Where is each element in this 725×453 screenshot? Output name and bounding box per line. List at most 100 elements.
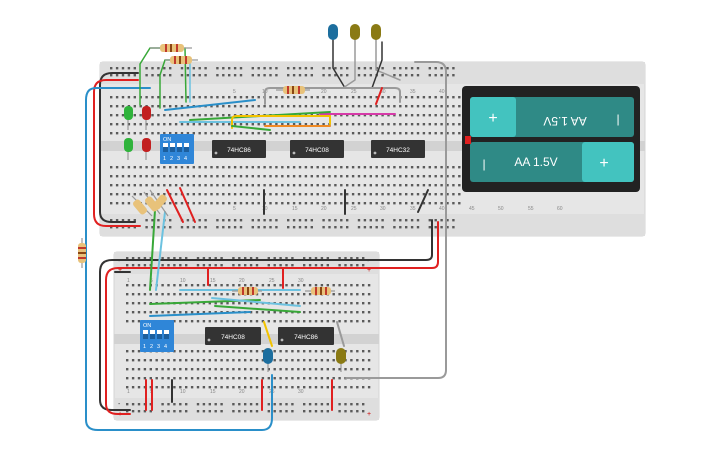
- breadboard-hole[interactable]: [328, 175, 331, 178]
- breadboard-hole[interactable]: [346, 166, 349, 169]
- breadboard-hole[interactable]: [167, 377, 170, 380]
- breadboard-hole[interactable]: [133, 193, 136, 196]
- breadboard-hole[interactable]: [257, 74, 260, 77]
- breadboard-hole[interactable]: [173, 257, 176, 260]
- breadboard-hole[interactable]: [157, 67, 160, 70]
- breadboard-hole[interactable]: [244, 257, 247, 260]
- breadboard-hole[interactable]: [416, 74, 420, 77]
- breadboard-hole[interactable]: [346, 219, 349, 222]
- breadboard-hole[interactable]: [137, 302, 141, 305]
- breadboard-hole[interactable]: [232, 293, 235, 296]
- breadboard-hole[interactable]: [269, 132, 272, 135]
- breadboard-hole[interactable]: [167, 368, 170, 371]
- breadboard-hole[interactable]: [452, 114, 455, 117]
- breadboard-hole[interactable]: [310, 166, 313, 169]
- breadboard-hole[interactable]: [328, 226, 331, 229]
- breadboard-hole[interactable]: [232, 368, 235, 371]
- breadboard-hole[interactable]: [249, 264, 253, 267]
- breadboard-hole[interactable]: [452, 175, 455, 178]
- breadboard-hole[interactable]: [174, 114, 178, 117]
- breadboard-hole[interactable]: [233, 67, 237, 70]
- breadboard-hole[interactable]: [133, 96, 136, 99]
- breadboard-hole[interactable]: [216, 132, 219, 135]
- breadboard-hole[interactable]: [416, 96, 420, 99]
- breadboard-hole[interactable]: [292, 166, 296, 169]
- breadboard-hole[interactable]: [145, 166, 148, 169]
- breadboard-hole[interactable]: [375, 202, 378, 205]
- breadboard-hole[interactable]: [131, 350, 135, 353]
- breadboard-hole[interactable]: [139, 132, 142, 135]
- breadboard-hole[interactable]: [173, 311, 176, 314]
- breadboard-hole[interactable]: [210, 193, 213, 196]
- breadboard-hole[interactable]: [320, 386, 324, 389]
- breadboard-hole[interactable]: [316, 166, 319, 169]
- breadboard-hole[interactable]: [173, 368, 176, 371]
- breadboard-hole[interactable]: [179, 386, 182, 389]
- breadboard-hole[interactable]: [251, 105, 254, 108]
- breadboard-hole[interactable]: [350, 386, 353, 389]
- breadboard-hole[interactable]: [180, 114, 184, 117]
- breadboard-hole[interactable]: [357, 226, 361, 229]
- breadboard-hole[interactable]: [208, 264, 211, 267]
- breadboard-hole[interactable]: [131, 284, 135, 287]
- breadboard-hole[interactable]: [410, 132, 414, 135]
- breadboard-hole[interactable]: [304, 123, 308, 126]
- breadboard-hole[interactable]: [137, 257, 141, 260]
- breadboard-hole[interactable]: [279, 293, 282, 296]
- breadboard-hole[interactable]: [239, 226, 243, 229]
- breadboard-hole[interactable]: [458, 202, 461, 205]
- breadboard-hole[interactable]: [291, 410, 294, 413]
- breadboard-hole[interactable]: [440, 74, 443, 77]
- breadboard-hole[interactable]: [163, 132, 166, 135]
- breadboard-hole[interactable]: [157, 96, 160, 99]
- breadboard-hole[interactable]: [210, 105, 213, 108]
- breadboard-hole[interactable]: [143, 410, 147, 413]
- breadboard-hole[interactable]: [228, 166, 231, 169]
- breadboard-hole[interactable]: [338, 264, 341, 267]
- breadboard-hole[interactable]: [367, 350, 371, 353]
- breadboard-hole[interactable]: [121, 123, 125, 126]
- breadboard-hole[interactable]: [452, 219, 455, 222]
- breadboard-hole[interactable]: [381, 67, 384, 70]
- breadboard-hole[interactable]: [332, 386, 335, 389]
- breadboard-hole[interactable]: [399, 219, 402, 222]
- breadboard-hole[interactable]: [405, 193, 408, 196]
- breadboard-hole[interactable]: [308, 302, 312, 305]
- breadboard-hole[interactable]: [245, 166, 249, 169]
- breadboard-hole[interactable]: [196, 350, 200, 353]
- breadboard-hole[interactable]: [316, 123, 319, 126]
- wire-red[interactable]: [166, 189, 184, 223]
- breadboard-hole[interactable]: [249, 311, 253, 314]
- breadboard-hole[interactable]: [228, 96, 231, 99]
- breadboard-hole[interactable]: [422, 105, 426, 108]
- breadboard-hole[interactable]: [334, 105, 337, 108]
- breadboard-hole[interactable]: [167, 257, 170, 260]
- breadboard-hole[interactable]: [362, 311, 365, 314]
- breadboard-hole[interactable]: [244, 302, 247, 305]
- breadboard-hole[interactable]: [310, 123, 313, 126]
- breadboard-hole[interactable]: [434, 74, 437, 77]
- breadboard-hole[interactable]: [393, 193, 396, 196]
- breadboard-hole[interactable]: [145, 184, 148, 187]
- breadboard-hole[interactable]: [220, 410, 223, 413]
- breadboard-hole[interactable]: [446, 184, 449, 187]
- breadboard-hole[interactable]: [214, 359, 217, 362]
- breadboard-hole[interactable]: [267, 377, 270, 380]
- breadboard-hole[interactable]: [190, 377, 194, 380]
- breadboard-hole[interactable]: [357, 202, 361, 205]
- breadboard-hole[interactable]: [308, 284, 312, 287]
- breadboard-hole[interactable]: [255, 403, 259, 406]
- breadboard-hole[interactable]: [255, 350, 259, 353]
- breadboard-hole[interactable]: [275, 132, 278, 135]
- breadboard-hole[interactable]: [145, 226, 148, 229]
- breadboard-hole[interactable]: [226, 350, 229, 353]
- breadboard-hole[interactable]: [143, 386, 147, 389]
- breadboard-hole[interactable]: [249, 302, 253, 305]
- breadboard-hole[interactable]: [169, 67, 172, 70]
- battery-cell[interactable]: | + AA 1.5V: [470, 142, 634, 182]
- breadboard-hole[interactable]: [287, 132, 290, 135]
- breadboard-hole[interactable]: [369, 74, 372, 77]
- breadboard-hole[interactable]: [169, 123, 172, 126]
- breadboard-hole[interactable]: [167, 284, 170, 287]
- breadboard-hole[interactable]: [285, 386, 288, 389]
